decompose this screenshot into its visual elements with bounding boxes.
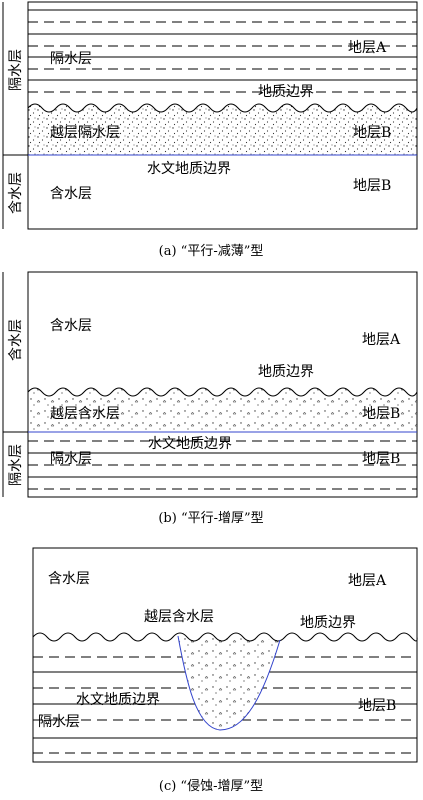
geo-boundary-wave: [32, 632, 418, 642]
label-aquitard: 隔水层: [38, 714, 80, 730]
label-aquifer: 含水层: [50, 186, 92, 202]
geo-boundary-wave: [27, 387, 418, 397]
label-hydro-boundary: 水文地质边界: [76, 692, 160, 708]
label-geo-boundary: 地质边界: [258, 84, 314, 100]
label-stratum-a: 地层A: [348, 573, 387, 589]
label-stratum-a: 地层A: [362, 332, 401, 348]
label-geo-boundary: 地质边界: [300, 615, 356, 631]
side-label-top: 含水层: [8, 319, 24, 361]
caption-a: (a) “平行-减薄”型: [159, 244, 264, 259]
label-aquitard: 隔水层: [50, 451, 92, 467]
label-aquifer: 含水层: [48, 571, 90, 587]
label-stratum-a: 地层A: [348, 40, 387, 56]
side-label-bottom: 含水层: [8, 172, 24, 214]
panel-c-frame: [32, 547, 418, 763]
caption-b: (b) “平行-增厚”型: [158, 511, 263, 526]
label-stratum-b2: 地层B: [353, 178, 391, 194]
label-stratum-b: 地层B: [358, 698, 396, 714]
side-label-bottom: 隔水层: [8, 444, 24, 486]
label-geo-boundary: 地质边界: [258, 364, 314, 380]
caption-c: (c) “侵蚀-增厚”型: [159, 778, 263, 794]
panel-a: 隔水层 含水层 隔水层 地层A 地质边界 越层隔水层 地层B 水文地质边界 含水…: [2, 1, 418, 259]
panel-b-frame: [27, 271, 418, 498]
label-cross-aquifer: 越层含水层: [144, 609, 214, 625]
label-stratum-b1: 地层B: [362, 406, 400, 422]
panel-b: 含水层 隔水层 含水层 地层A 地质边界 越层含水层 地层B 水文地质边界 隔水…: [2, 271, 418, 526]
panel-c: 含水层 地层A 越层含水层 地质边界 水文地质边界 隔水层 地层B (c) “侵…: [32, 547, 418, 794]
label-hydro-boundary: 水文地质边界: [148, 436, 232, 452]
label-stratum-b1: 地层B: [353, 125, 391, 141]
label-aquifer: 含水层: [50, 318, 92, 334]
label-stratum-b2: 地层B: [362, 451, 400, 467]
hydro-boundary-channel: [177, 635, 281, 731]
geo-boundary-wave: [27, 103, 418, 113]
label-aquitard: 隔水层: [50, 51, 92, 67]
label-cross-aquifer: 越层含水层: [50, 406, 120, 422]
label-hydro-boundary: 水文地质边界: [147, 161, 231, 177]
label-cross-aquitard: 越层隔水层: [50, 125, 120, 141]
side-label-top: 隔水层: [8, 49, 24, 91]
